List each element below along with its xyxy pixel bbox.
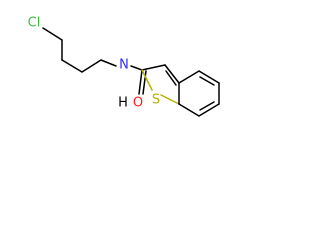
bond-c2-s <box>141 69 153 91</box>
bond-c3-c3a <box>164 64 180 84</box>
atom-chlorine: Cl <box>28 16 41 31</box>
bond-benz-4-inner <box>199 101 215 111</box>
atom-sulfur: S <box>152 93 160 108</box>
bond-c2-c3 <box>61 59 83 73</box>
bond-benz-2 <box>198 70 220 84</box>
bond-benz-1 <box>178 70 200 84</box>
bond-n-carbonyl <box>130 65 143 71</box>
bond-co-1 <box>138 69 143 95</box>
bond-s-c7a <box>160 94 180 105</box>
bond-c4-n <box>100 59 117 67</box>
atom-oxygen: O <box>133 96 143 111</box>
molecule-drawing: Cl N H O S <box>28 16 220 117</box>
atom-hydrogen: H <box>118 96 128 111</box>
bond-c2-c3-ring <box>141 64 166 71</box>
bond-benz-5 <box>178 103 200 117</box>
bond-cl-c1 <box>42 27 63 41</box>
bond-benz-2-inner <box>199 76 215 86</box>
structure-canvas: Cl N H O S <box>0 0 263 129</box>
bond-benz-4 <box>198 103 220 117</box>
bond-c3-c4 <box>81 59 102 73</box>
atom-nitrogen: N <box>119 58 129 73</box>
bond-c3-c3a-inner <box>165 70 177 86</box>
bond-co-2 <box>142 70 147 95</box>
